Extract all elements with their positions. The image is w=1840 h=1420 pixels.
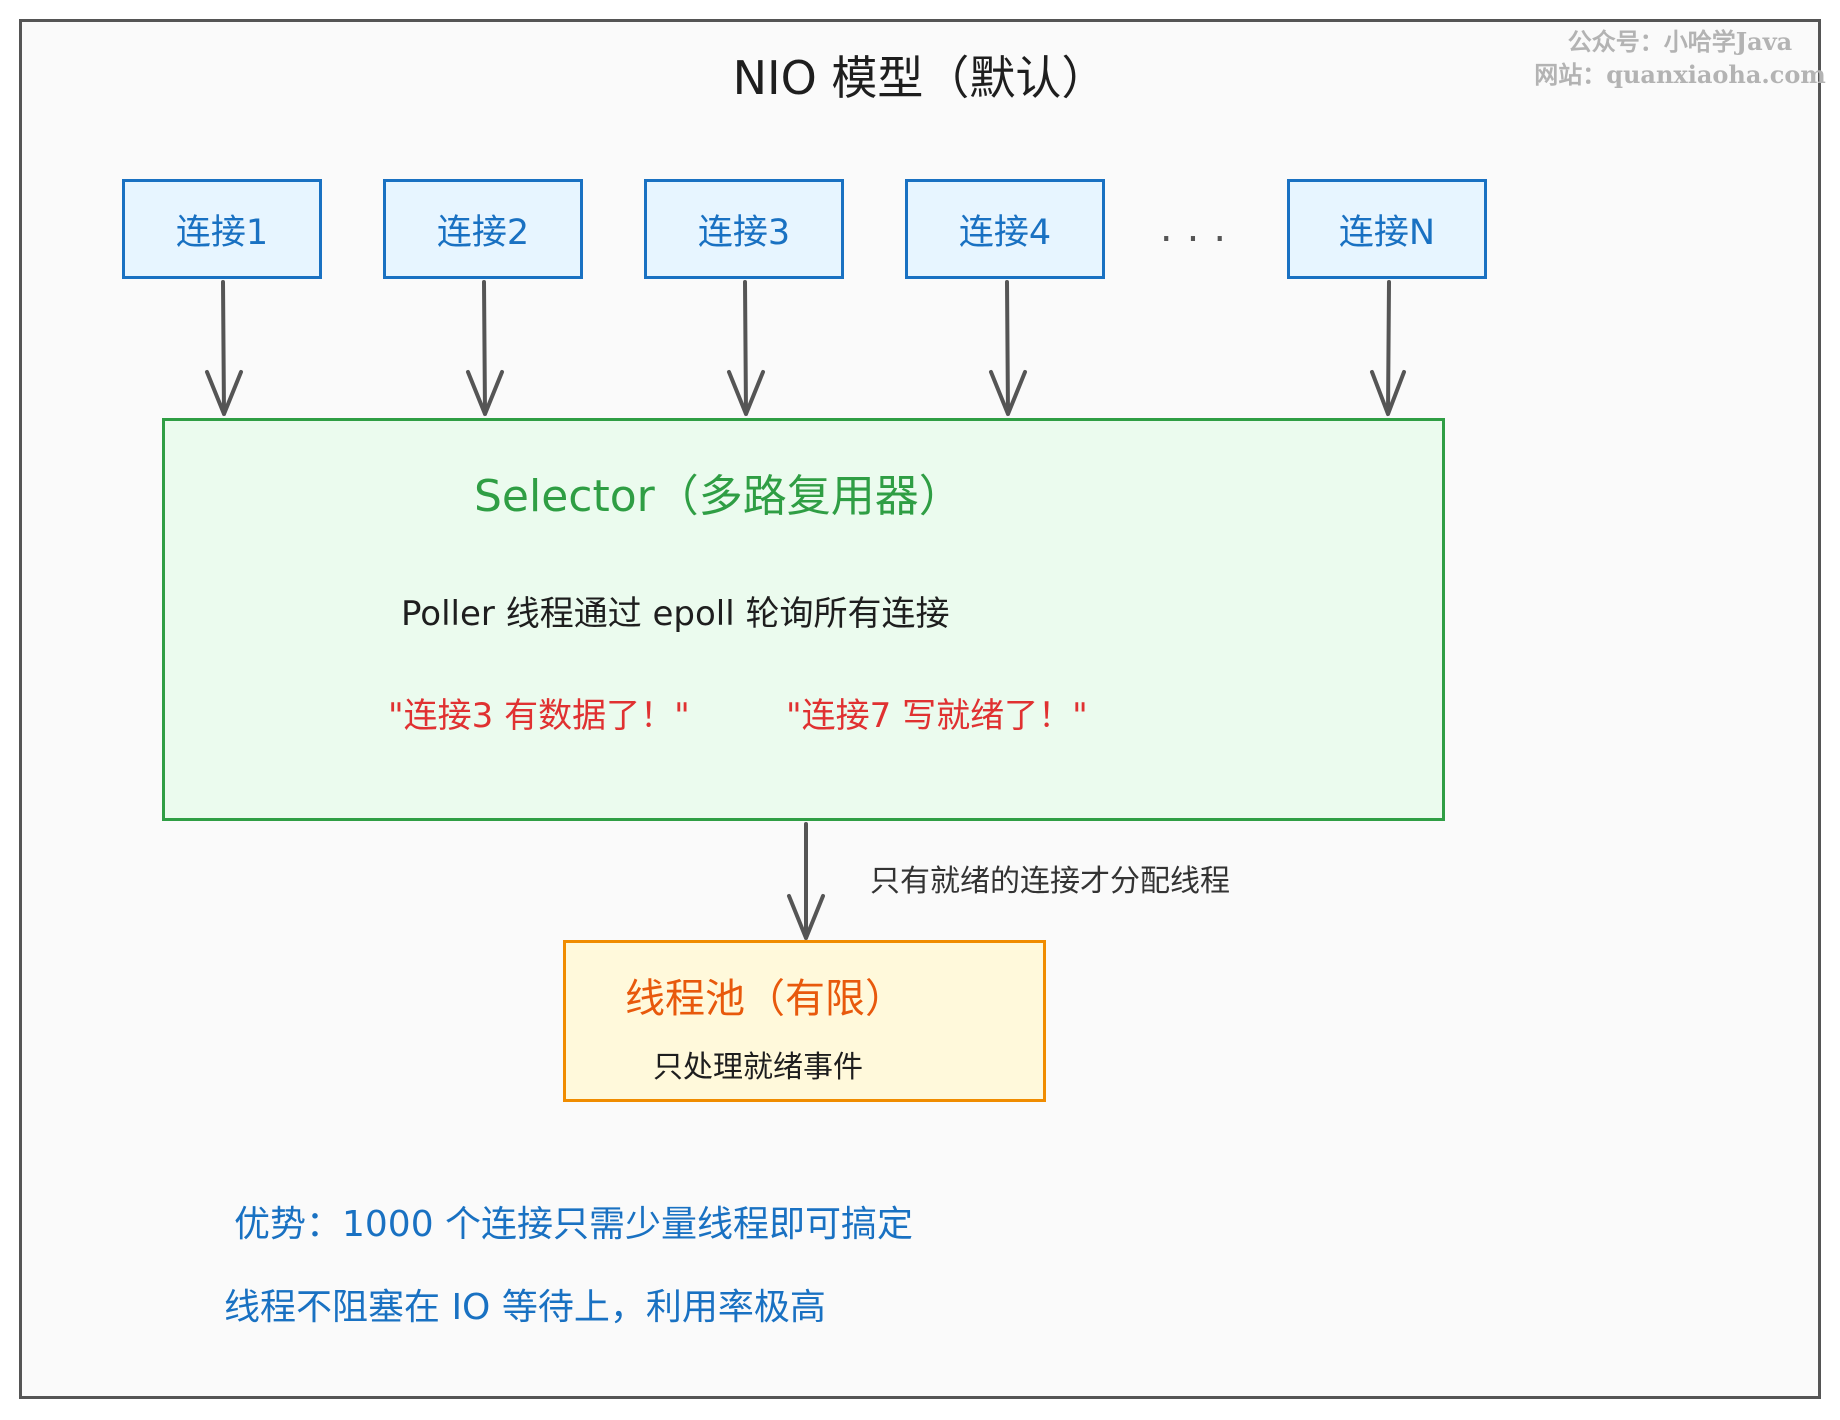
arrow-conn3-to-selector (727, 280, 765, 416)
selector-box (162, 418, 1445, 821)
connection-box-4: 连接4 (905, 179, 1105, 279)
arrow-conn2-to-selector (466, 280, 504, 416)
advantage-line-2: 线程不阻塞在 IO 等待上，利用率极高 (224, 1287, 826, 1328)
advantage-line-1: 优势：1000 个连接只需少量线程即可搞定 (234, 1204, 914, 1245)
connection-box-n: 连接N (1287, 179, 1487, 279)
selector-title: Selector（多路复用器） (474, 471, 963, 522)
selector-message-1: "连接3 有数据了！" (388, 696, 690, 736)
thread-pool-box (563, 940, 1046, 1102)
connection-box-1: 连接1 (122, 179, 322, 279)
arrow-selector-to-pool (787, 822, 825, 940)
arrow-connn-to-selector (1370, 280, 1406, 416)
watermark-line-2: 网站：quanxiaoha.com (1534, 60, 1826, 89)
connections-ellipsis: ... (1159, 205, 1241, 251)
diagram-title: NIO 模型（默认） (732, 51, 1108, 105)
arrow-conn1-to-selector (205, 280, 243, 416)
dispatch-edge-label: 只有就绪的连接才分配线程 (870, 864, 1230, 899)
connection-box-3: 连接3 (644, 179, 844, 279)
selector-message-2: "连接7 写就绪了！" (786, 696, 1088, 736)
thread-pool-description: 只处理就绪事件 (653, 1050, 863, 1085)
connection-box-2: 连接2 (383, 179, 583, 279)
selector-description: Poller 线程通过 epoll 轮询所有连接 (401, 594, 950, 634)
watermark-line-1: 公众号：小哈学Java (1567, 27, 1793, 56)
arrow-conn4-to-selector (989, 280, 1027, 416)
thread-pool-title: 线程池（有限） (625, 976, 905, 1022)
